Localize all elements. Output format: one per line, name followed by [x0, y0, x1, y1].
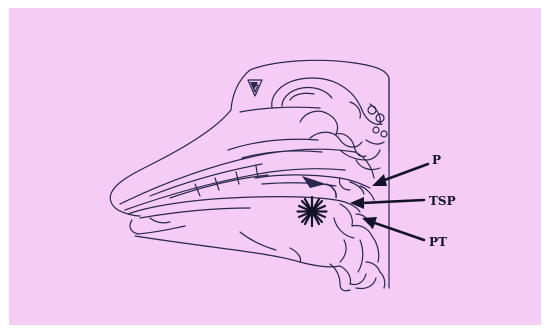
pharynx-region [334, 204, 379, 272]
brain-folds [272, 78, 387, 170]
asterisk-marker [298, 197, 327, 226]
skull-outline [110, 60, 389, 216]
arrowhead-marker [302, 176, 336, 198]
label-pt: PT [429, 235, 447, 249]
tongue-floor [128, 197, 360, 234]
label-tsp: TSP [429, 194, 456, 208]
arrow-pt [362, 217, 424, 240]
label-p: P [432, 153, 441, 167]
lower-jaw [135, 232, 351, 284]
arrow-p [372, 164, 428, 186]
arrow-tsp [350, 197, 424, 209]
